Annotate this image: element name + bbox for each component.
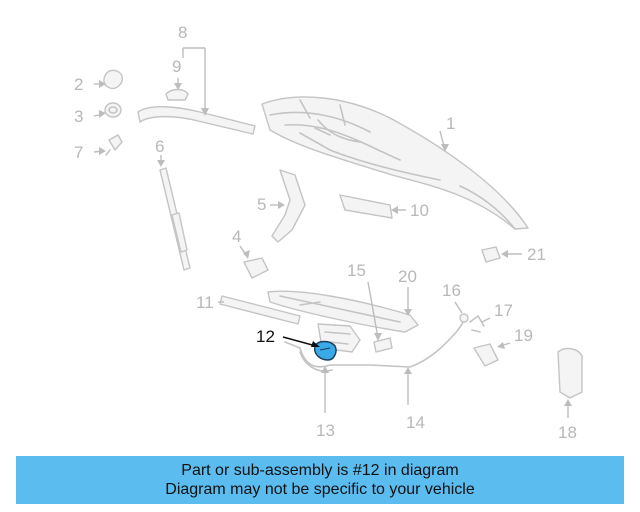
cable-parts-13-14 — [284, 317, 467, 372]
callout-11: 11 — [196, 293, 214, 312]
callout-21: 21 — [527, 245, 546, 264]
callout-16: 16 — [442, 281, 461, 300]
part-3-bumper — [104, 102, 122, 118]
callout-9: 9 — [172, 57, 181, 76]
leader-15-arrow — [374, 333, 382, 341]
leader-2-arrow — [99, 80, 106, 88]
leader-8-arrow — [201, 108, 209, 116]
leader-17 — [481, 317, 491, 323]
leader-19-arrow — [497, 342, 505, 349]
leader-12-arrow — [311, 341, 320, 347]
callout-7: 7 — [74, 143, 83, 162]
part-8-weatherstrip — [137, 106, 256, 135]
leader-21-arrow — [501, 250, 508, 258]
parts-diagram: 1 2 3 4 5 6 7 8 9 10 11 12 13 14 15 16 1… — [74, 23, 583, 442]
leader-1-arrow — [441, 144, 449, 152]
callout-3: 3 — [74, 107, 83, 126]
callout-18: 18 — [558, 423, 577, 442]
callout-10: 10 — [410, 201, 429, 220]
part-20-panel — [267, 290, 419, 333]
part-6-strut — [159, 167, 191, 271]
callout-13: 13 — [316, 421, 335, 440]
leader-13-arrow — [321, 366, 329, 373]
leader-20-arrow — [404, 309, 412, 316]
callout-17: 17 — [494, 301, 513, 320]
info-banner: Part or sub-assembly is #12 in diagram D… — [16, 456, 624, 504]
part-2-bumper — [103, 69, 124, 90]
part-21-clip — [481, 246, 501, 263]
callout-1: 1 — [446, 114, 455, 133]
leader-6-arrow — [157, 160, 165, 167]
leader-12 — [282, 336, 317, 347]
callout-8: 8 — [178, 23, 187, 42]
callout-12: 12 — [256, 327, 275, 346]
part-18-bracket — [557, 347, 583, 399]
callout-20: 20 — [398, 267, 417, 286]
part-17-clip — [469, 315, 485, 333]
callout-4: 4 — [232, 227, 241, 246]
callout-15: 15 — [347, 261, 366, 280]
leader-9-arrow — [174, 83, 182, 90]
part-5-hinge — [271, 169, 306, 243]
leader-7-arrow — [99, 147, 106, 155]
leader-14-arrow — [404, 367, 412, 374]
part-19-handle — [473, 343, 499, 367]
part-7-clip — [105, 134, 123, 156]
part-12-latch-highlighted — [313, 340, 337, 361]
part-10-bracket — [339, 194, 393, 219]
part-4-bracket — [243, 257, 269, 279]
leader-4-arrow — [243, 250, 250, 259]
part-16-cable-end — [459, 313, 469, 323]
leader-18-arrow — [564, 399, 572, 406]
part-15-guide — [373, 337, 393, 353]
leader-3-arrow — [99, 110, 106, 118]
banner-line-part-info: Part or sub-assembly is #12 in diagram — [181, 462, 459, 479]
leader-15 — [367, 281, 379, 339]
callout-2: 2 — [74, 75, 83, 94]
part-9-retainer — [165, 88, 189, 101]
leader-5-arrow — [278, 201, 285, 209]
leader-10-arrow — [391, 206, 398, 214]
banner-line-disclaimer: Diagram may not be specific to your vehi… — [165, 481, 475, 498]
leader-16 — [454, 301, 463, 314]
callout-5: 5 — [257, 195, 266, 214]
callout-19: 19 — [514, 326, 533, 345]
hood-panel — [261, 96, 529, 230]
callout-6: 6 — [155, 137, 164, 156]
callout-14: 14 — [406, 413, 425, 432]
